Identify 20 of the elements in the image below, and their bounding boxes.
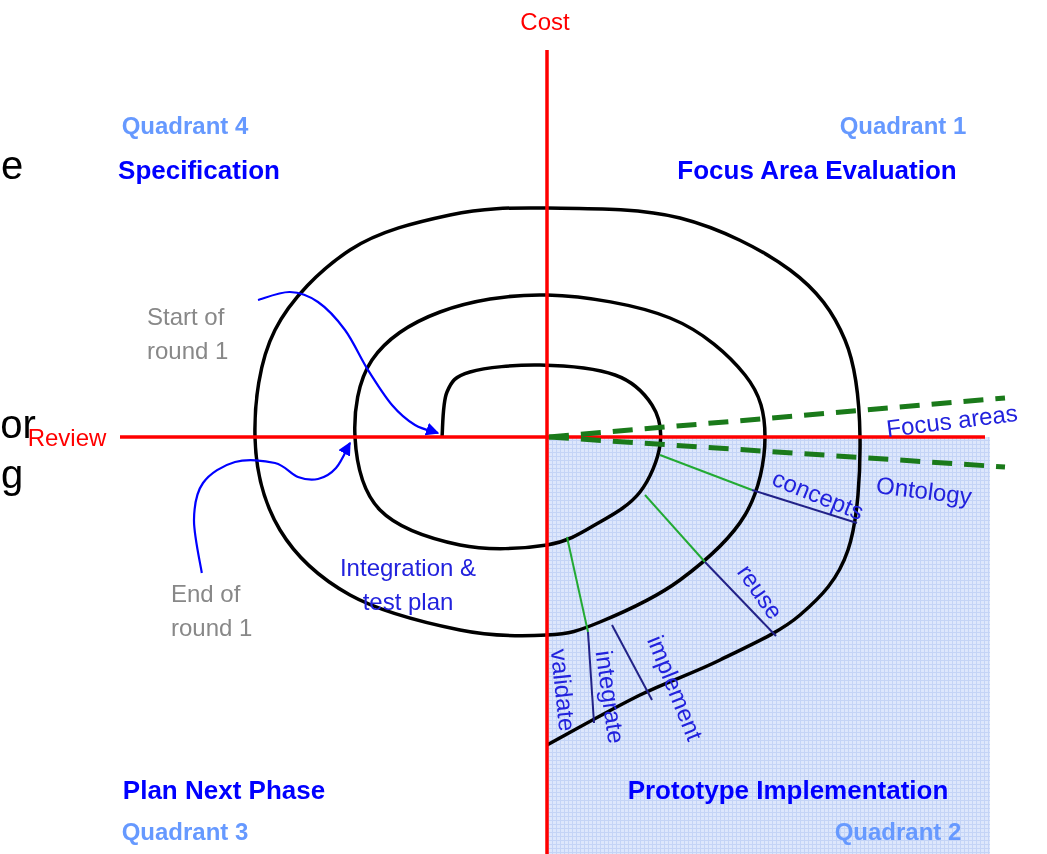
quadrant-title: Plan Next Phase	[122, 774, 326, 806]
leader-arrow	[192, 441, 351, 574]
quadrant-title: Prototype Implementation	[627, 774, 949, 806]
axis-label: Cost	[520, 8, 570, 36]
callout-text: End of round 1	[171, 577, 281, 645]
quadrant-number: Quadrant 2	[834, 818, 962, 846]
text-fragment: e	[0, 142, 24, 188]
quadrant-number: Quadrant 1	[839, 112, 967, 140]
text-fragment: g	[0, 451, 24, 497]
diagram-label: Ontology	[874, 471, 974, 511]
diagram-label: validate	[544, 647, 582, 733]
quadrant-title: Focus Area Evaluation	[677, 154, 957, 186]
diagram-label: Focus areas	[884, 399, 1020, 443]
quadrant-title: Specification	[118, 154, 280, 186]
diagram-label: Integration & test plan	[338, 553, 478, 617]
leader-arrow	[257, 290, 440, 436]
quadrant-number: Quadrant 4	[121, 112, 249, 140]
diagram-label: integrate	[589, 648, 631, 746]
callout-text: Start of round 1	[147, 300, 257, 368]
quadrant-number: Quadrant 3	[121, 818, 249, 846]
